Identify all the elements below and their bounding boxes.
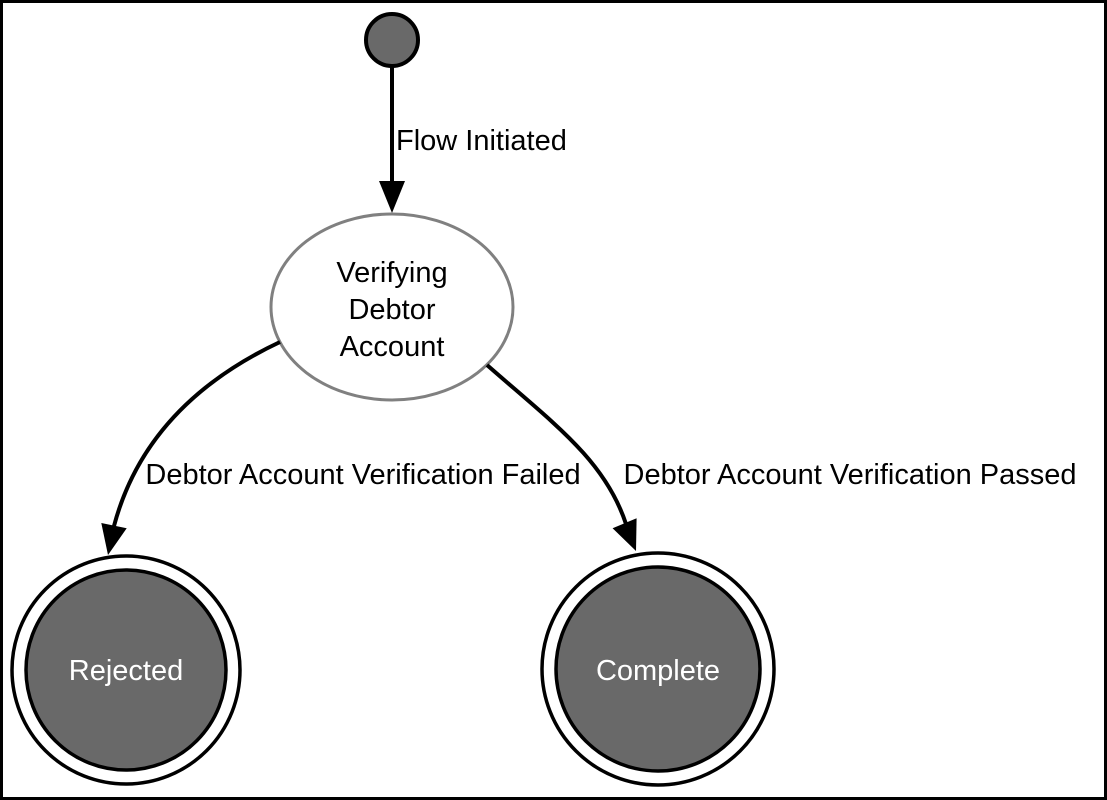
transition-curve [112,340,281,527]
final-state-complete[interactable]: Complete [540,551,776,787]
state-label-line-1: Verifying [336,257,447,289]
initial-state-node[interactable] [364,12,420,68]
state-label-line-3: Account [340,331,445,363]
final-state-label-complete: Complete [596,655,720,687]
transition-label-flow-initiated: Flow Initiated [396,125,567,157]
arrowhead-down-icon [379,181,405,213]
arrowhead-down-right-icon [612,518,637,551]
state-ellipse [269,212,515,402]
final-state-inner-circle [554,565,762,773]
transition-label-verification-failed: Debtor Account Verification Failed [145,459,580,491]
final-state-rejected[interactable]: Rejected [10,554,242,786]
transition-curve [485,363,628,525]
arrowhead-down-left-icon [101,523,127,555]
initial-state-circle [364,12,420,68]
transition-verifying-to-rejected: Debtor Account Verification Failed [101,340,581,555]
transition-label-verification-passed: Debtor Account Verification Passed [624,459,1077,491]
transition-start-to-verifying: Flow Initiated [379,66,567,213]
transition-verifying-to-complete: Debtor Account Verification Passed [485,363,1077,551]
final-state-label-rejected: Rejected [69,655,183,687]
final-state-inner-circle [24,568,228,772]
state-label-line-2: Debtor [348,294,435,326]
state-verifying-debtor-account[interactable]: Verifying Debtor Account [269,212,515,402]
